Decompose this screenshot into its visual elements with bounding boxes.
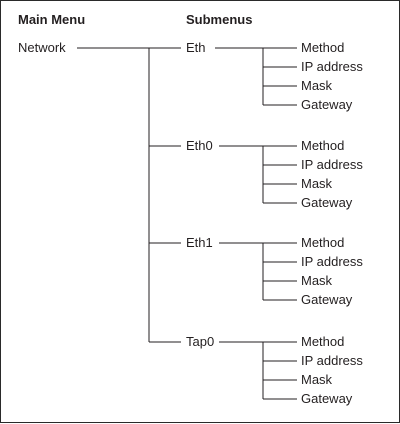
submenu-item: IP address xyxy=(301,59,363,74)
submenu-item: Mask xyxy=(301,273,333,288)
main-menu-header: Main Menu xyxy=(18,12,86,27)
submenu-item: IP address xyxy=(301,254,363,269)
submenu-item: Mask xyxy=(301,78,333,93)
submenu-item: Gateway xyxy=(301,97,353,112)
submenu-item: Method xyxy=(301,334,345,349)
submenu-item: Method xyxy=(301,235,345,250)
submenu-item: Gateway xyxy=(301,391,353,406)
submenu-eth1: Eth1 xyxy=(186,235,213,250)
submenu-item: Method xyxy=(301,138,345,153)
submenu-eth: Eth xyxy=(186,40,206,55)
submenu-item: Gateway xyxy=(301,292,353,307)
submenu-item: Method xyxy=(301,40,345,55)
submenus-header: Submenus xyxy=(186,12,253,27)
submenu-tap0: Tap0 xyxy=(186,334,215,349)
submenu-item: Gateway xyxy=(301,195,353,210)
submenu-item: IP address xyxy=(301,157,363,172)
submenu-eth0: Eth0 xyxy=(186,138,213,153)
submenu-item: IP address xyxy=(301,353,363,368)
network-node: Network xyxy=(18,40,66,55)
submenu-item: Mask xyxy=(301,176,333,191)
submenu-item: Mask xyxy=(301,372,333,387)
